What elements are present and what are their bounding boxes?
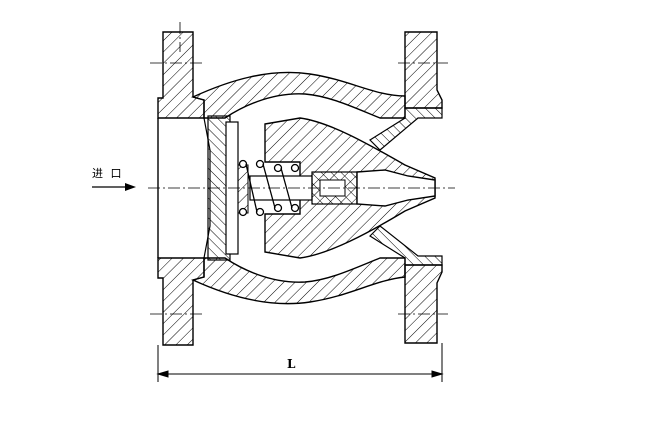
right-flange-bottom [404, 264, 443, 344]
inlet-label: 进 口 [92, 167, 124, 180]
left-flange-bottom [157, 257, 205, 346]
center-lines [148, 22, 455, 315]
body-upper-shell [190, 71, 406, 119]
inlet-arrow [92, 183, 136, 191]
length-dimension-label: L [287, 357, 296, 371]
valve-stem [249, 175, 313, 201]
dimension-L [156, 343, 444, 382]
outlet-upper-ring [369, 107, 443, 151]
spring [238, 159, 300, 217]
left-flange-top [157, 31, 205, 119]
outlet-lower-ring [369, 225, 443, 266]
body-lower-shell [190, 257, 406, 305]
right-flange-top [404, 31, 443, 109]
